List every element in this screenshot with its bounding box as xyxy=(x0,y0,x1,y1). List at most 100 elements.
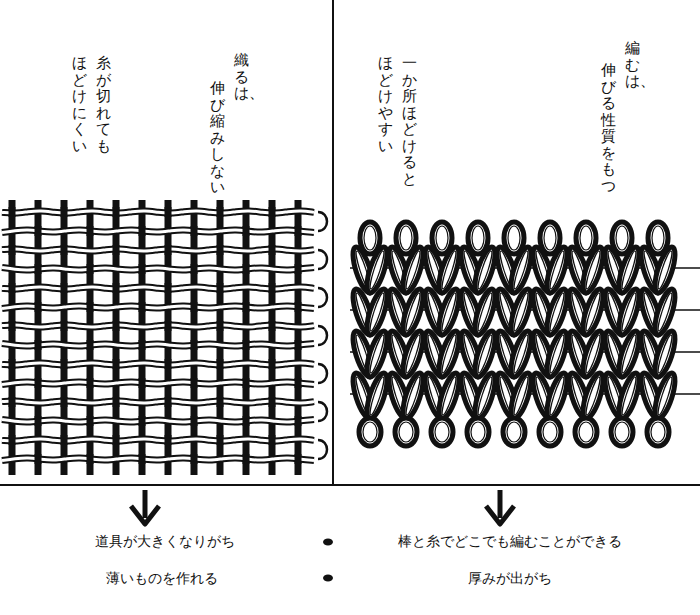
stitch-loop xyxy=(548,250,566,290)
stitch-loop xyxy=(620,292,638,332)
warp-thread xyxy=(191,200,198,475)
warp-thread xyxy=(113,283,120,293)
weft-turn xyxy=(318,326,327,345)
stitch-loop xyxy=(440,334,458,374)
warp-thread xyxy=(243,302,250,312)
warp-thread xyxy=(217,207,224,217)
warp-thread xyxy=(191,302,198,312)
warp-thread xyxy=(295,264,302,274)
weft-thread xyxy=(2,267,314,270)
stitch-loop xyxy=(651,422,665,442)
stitch-loop xyxy=(507,422,521,442)
warp-thread xyxy=(61,321,68,331)
warp-thread xyxy=(87,340,94,350)
stitch-loop xyxy=(584,250,602,290)
weft-thread xyxy=(2,211,314,213)
warp-thread xyxy=(191,454,198,464)
weft-thread xyxy=(2,249,314,251)
weft-turn xyxy=(318,364,327,383)
warp-thread xyxy=(269,245,276,255)
warp-thread xyxy=(295,378,302,388)
stitch-loop xyxy=(435,422,449,442)
warp-thread xyxy=(139,454,146,464)
bullet-dot xyxy=(323,575,333,582)
note-text: ほどけにくい xyxy=(72,55,87,154)
stitch-loop xyxy=(512,376,530,416)
heading-note: 織るは、 xyxy=(234,52,249,102)
warp-thread xyxy=(217,200,224,475)
warp-thread xyxy=(87,378,94,388)
bullet-dot xyxy=(323,539,333,546)
heading-note: 編むは、 xyxy=(625,40,640,90)
stitch-loop xyxy=(368,376,386,416)
warp-thread xyxy=(139,200,146,475)
stitch-loop xyxy=(543,422,557,442)
weft-thread xyxy=(2,211,314,213)
stitch-loop xyxy=(368,292,386,332)
warp-thread xyxy=(35,226,42,236)
stitch-loop xyxy=(651,245,679,295)
warp-thread xyxy=(9,321,16,331)
warp-thread xyxy=(9,397,16,407)
note-text: 一か所ほどけると xyxy=(402,55,417,187)
weft-thread xyxy=(2,401,314,403)
woven-fabric xyxy=(2,200,327,475)
warp-thread xyxy=(217,359,224,369)
stitch-loop xyxy=(548,334,566,374)
warp-thread xyxy=(139,226,146,236)
warp-thread xyxy=(217,245,224,255)
stitch-loop xyxy=(579,422,593,442)
stitch-loop xyxy=(471,422,485,442)
warp-thread xyxy=(113,245,120,255)
stitch-loop xyxy=(476,292,494,332)
stitch-loop xyxy=(548,376,566,416)
note-text: ほどけやすい xyxy=(378,55,393,154)
divider-line xyxy=(0,484,700,486)
weft-thread xyxy=(2,382,314,385)
stitch-loop xyxy=(616,226,628,250)
warp-thread xyxy=(269,435,276,445)
warp-thread xyxy=(295,340,302,350)
weft-turn xyxy=(318,440,327,459)
stitch-loop xyxy=(651,287,679,337)
stitch-loop xyxy=(620,250,638,290)
warp-thread xyxy=(35,200,42,475)
weft-thread xyxy=(2,249,314,251)
stitch-loop xyxy=(368,334,386,374)
weft-thread xyxy=(2,363,314,365)
weft-thread xyxy=(2,343,314,346)
warp-thread xyxy=(113,321,120,331)
stitch-loop xyxy=(476,334,494,374)
warp-thread xyxy=(61,397,68,407)
warp-thread xyxy=(9,207,16,217)
warp-thread xyxy=(113,435,120,445)
warp-thread xyxy=(191,416,198,426)
down-arrow xyxy=(131,490,159,524)
warp-thread xyxy=(35,302,42,312)
warp-thread xyxy=(295,226,302,236)
warp-thread xyxy=(139,416,146,426)
stitch-loop xyxy=(440,292,458,332)
stitch-loop xyxy=(404,250,422,290)
stitch-loop xyxy=(584,334,602,374)
weft-thread xyxy=(2,230,314,233)
warp-thread xyxy=(295,200,302,475)
warp-thread xyxy=(87,454,94,464)
warp-thread xyxy=(191,226,198,236)
weft-thread xyxy=(2,230,314,233)
warp-thread xyxy=(243,226,250,236)
warp-thread xyxy=(35,340,42,350)
warp-thread xyxy=(35,264,42,274)
stitch-loop xyxy=(651,371,679,421)
warp-thread xyxy=(87,200,94,475)
weft-turn xyxy=(318,402,327,421)
stitch-loop xyxy=(575,418,597,446)
weft-turn xyxy=(318,212,327,231)
warp-thread xyxy=(61,207,68,217)
stitch-loop xyxy=(615,422,629,442)
stitch-loop xyxy=(476,250,494,290)
warp-thread xyxy=(61,359,68,369)
weft-thread xyxy=(2,363,314,365)
weft-thread xyxy=(2,267,314,270)
warp-thread xyxy=(269,359,276,369)
